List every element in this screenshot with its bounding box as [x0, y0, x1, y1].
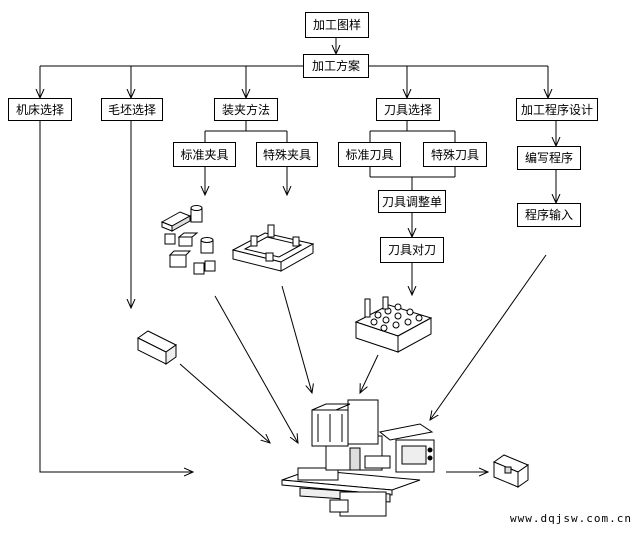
arrow-blank-to-machine	[179, 363, 270, 443]
arrow-holder-to-machine	[360, 354, 379, 393]
node-plan: 加工方案	[303, 54, 369, 78]
node-program-input: 程序输入	[517, 203, 581, 227]
connectors	[40, 38, 556, 472]
special-fixture-plate-illustration	[231, 224, 315, 272]
site-watermark: www.dqjsw.com.cn	[510, 512, 632, 525]
node-tool-sheet: 刀具调整单	[378, 190, 446, 213]
tool-holder-illustration	[354, 296, 433, 353]
node-special-fixture: 特殊夹具	[256, 142, 318, 167]
raw-blank-illustration	[137, 330, 177, 365]
node-machine-select: 机床选择	[8, 98, 72, 121]
finished-part-illustration	[492, 454, 530, 488]
node-tool-select: 刀具选择	[376, 98, 440, 121]
node-special-tool: 特殊刀具	[423, 142, 487, 167]
node-program-design: 加工程序设计	[516, 98, 598, 121]
node-write-program: 编写程序	[517, 146, 581, 170]
node-blank-select: 毛坯选择	[101, 98, 163, 121]
node-std-fixture: 标准夹具	[173, 142, 236, 167]
standard-fixture-parts-illustration	[160, 205, 216, 275]
arrow-plate-to-machine	[281, 285, 312, 393]
arrow-fixtures-to-machine	[214, 295, 298, 443]
arrow-program-to-machine	[430, 254, 547, 420]
node-clamping-method: 装夹方法	[214, 98, 278, 121]
node-std-tool: 标准刀具	[338, 142, 401, 167]
node-drawing: 加工图样	[305, 12, 369, 38]
arrow-machine-to-machining-center	[39, 121, 193, 472]
machining-center-illustration	[281, 399, 435, 517]
node-tool-setting: 刀具对刀	[380, 237, 444, 263]
